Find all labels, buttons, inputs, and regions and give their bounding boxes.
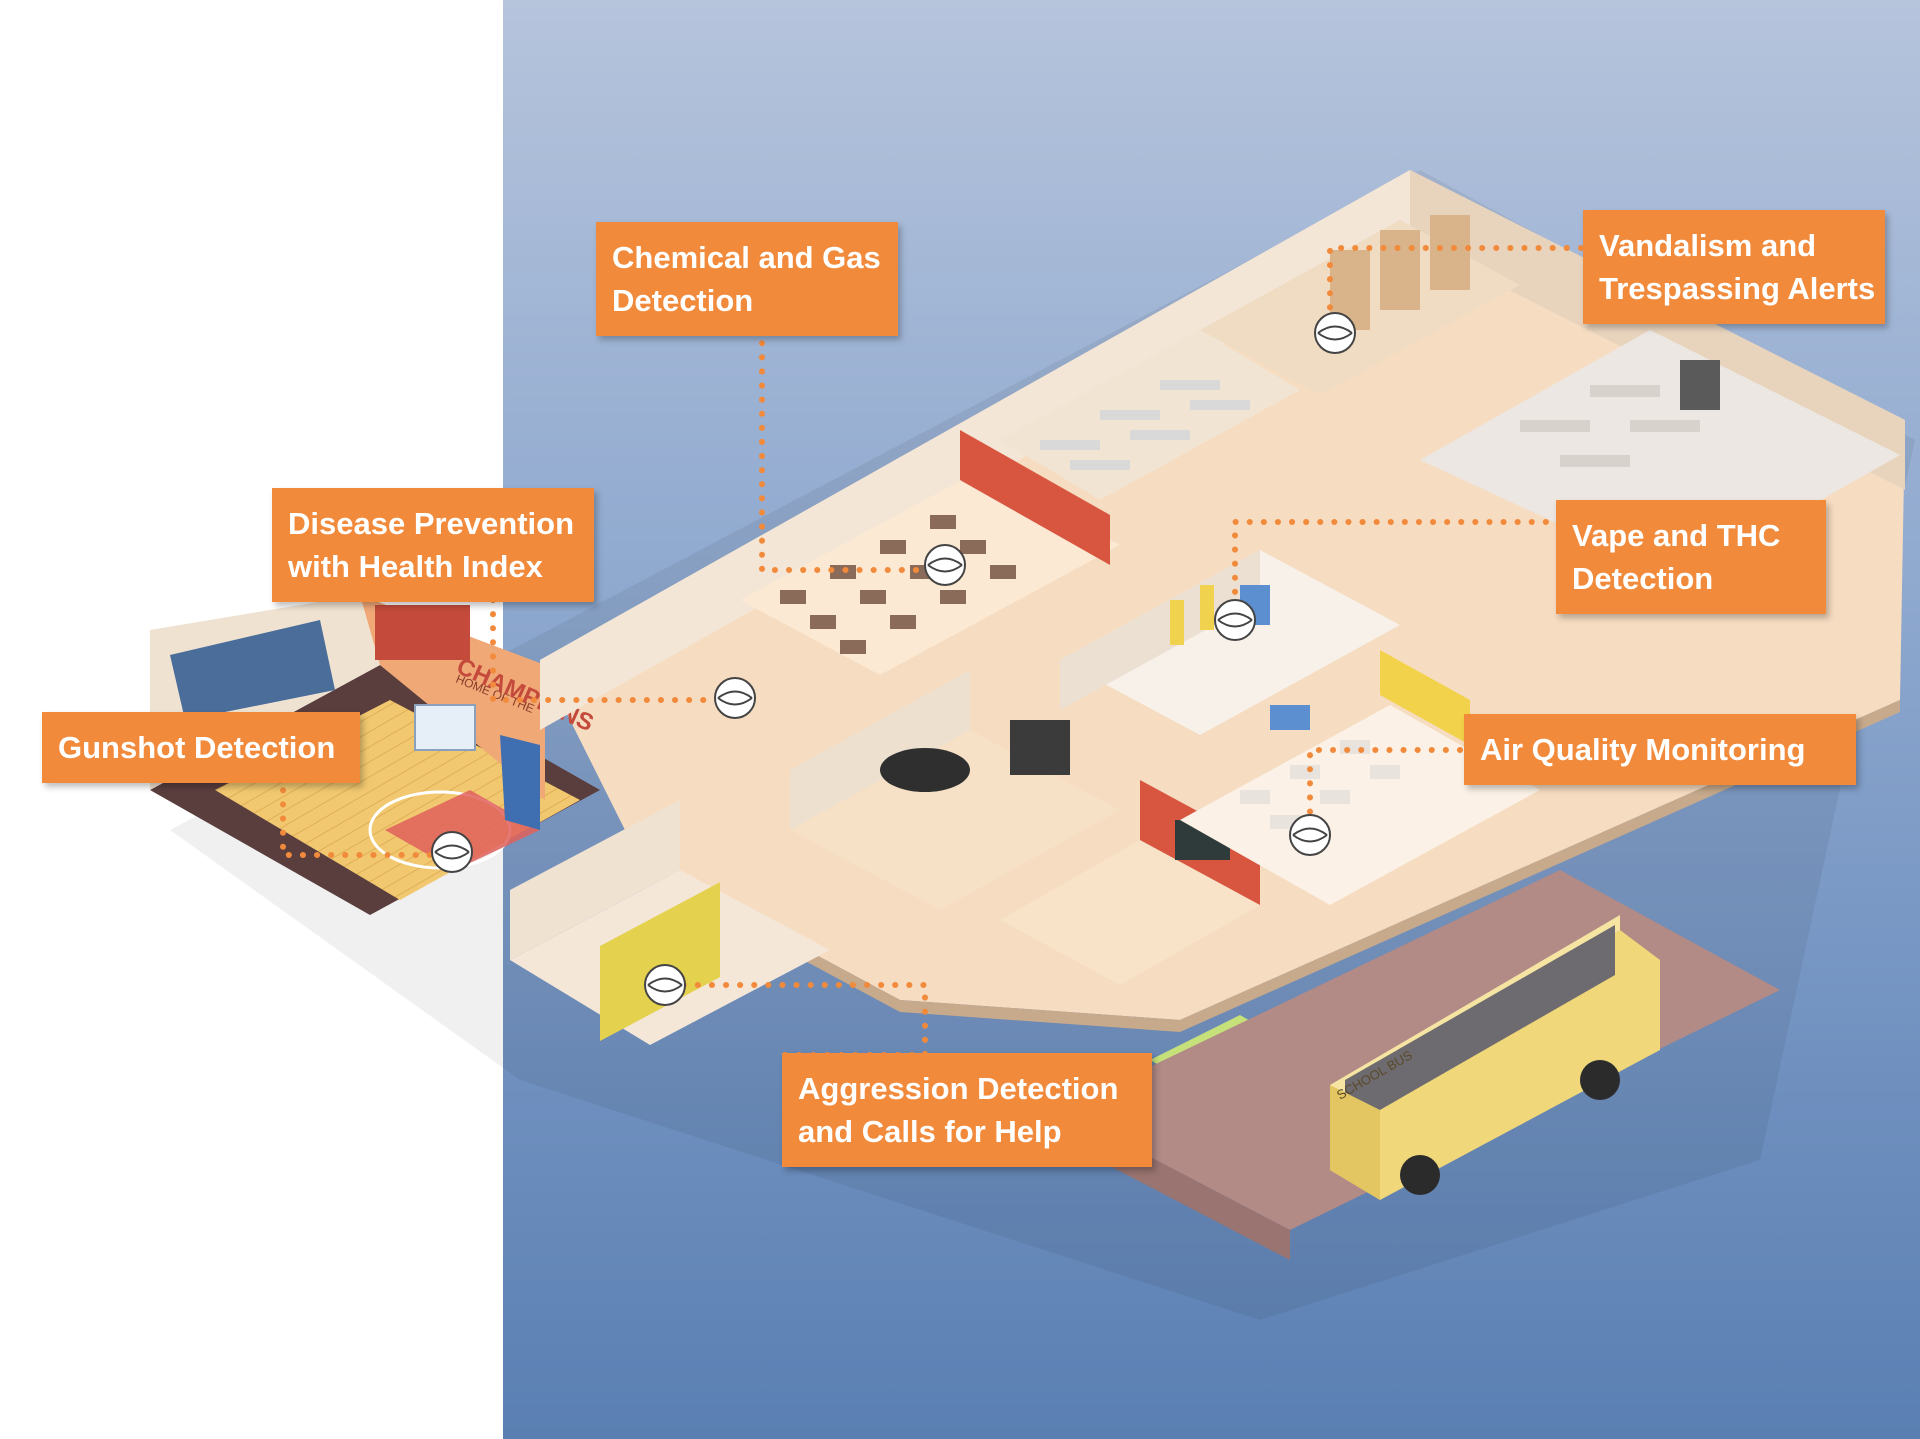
bleachers bbox=[170, 620, 335, 720]
sensor-icon bbox=[1314, 312, 1356, 354]
sensor-icon bbox=[431, 831, 473, 873]
lockers bbox=[600, 882, 720, 1041]
sensor-icon bbox=[1289, 814, 1331, 856]
classroom-desks bbox=[780, 515, 1016, 654]
hoop-stand bbox=[500, 735, 540, 830]
court-key bbox=[385, 790, 540, 870]
world-map bbox=[1270, 705, 1310, 730]
callout-line: Aggression Detection bbox=[798, 1071, 1119, 1106]
leader-vape bbox=[1232, 519, 1563, 618]
callout-aggression-detection: Aggression Detection and Calls for Help bbox=[782, 1053, 1152, 1167]
leader-vandalism bbox=[1327, 245, 1598, 333]
restroom-stalls bbox=[1170, 585, 1214, 645]
callout-line: Trespassing Alerts bbox=[1599, 271, 1876, 306]
leader-disease bbox=[490, 597, 738, 703]
backboard bbox=[414, 704, 476, 751]
art-room-floor bbox=[1000, 840, 1260, 985]
callout-chemical-gas-detection: Chemical and Gas Detection bbox=[596, 222, 898, 336]
callout-vandalism-trespassing: Vandalism and Trespassing Alerts bbox=[1583, 210, 1885, 324]
lab-red-wall bbox=[960, 430, 1110, 565]
restroom-block bbox=[1060, 550, 1400, 735]
callout-line: with Health Index bbox=[288, 549, 543, 584]
scoreboard bbox=[375, 605, 470, 660]
cafeteria-tables bbox=[1520, 385, 1700, 467]
computer-desks bbox=[1040, 380, 1250, 470]
right-classroom-floor bbox=[1180, 705, 1540, 905]
sensor-icon bbox=[714, 677, 756, 719]
callout-gunshot-detection: Gunshot Detection bbox=[42, 712, 360, 783]
callout-line: Gunshot Detection bbox=[58, 730, 336, 765]
callout-line: Vandalism and bbox=[1599, 228, 1817, 263]
callout-line: Detection bbox=[1572, 561, 1714, 596]
sensor-icons bbox=[431, 312, 1356, 1006]
callout-line: Detection bbox=[612, 283, 754, 318]
callout-line: and Calls for Help bbox=[798, 1114, 1062, 1149]
callout-line: Air Quality Monitoring bbox=[1480, 732, 1806, 767]
school-bus bbox=[1330, 915, 1660, 1200]
sensor-icon bbox=[1214, 599, 1256, 641]
callout-line: Vape and THC bbox=[1572, 518, 1781, 553]
callout-line: Chemical and Gas bbox=[612, 240, 881, 275]
leader-chemical bbox=[759, 312, 948, 573]
piano bbox=[880, 748, 970, 792]
locker-room-wall bbox=[510, 800, 680, 960]
music-stand-board bbox=[1010, 720, 1070, 775]
sensor-icon bbox=[924, 544, 966, 586]
sensor-icon bbox=[644, 964, 686, 1006]
yellow-board bbox=[1380, 650, 1470, 745]
callout-vape-thc-detection: Vape and THC Detection bbox=[1556, 500, 1826, 614]
kitchen-equipment bbox=[1680, 360, 1720, 410]
callout-air-quality-monitoring: Air Quality Monitoring bbox=[1464, 714, 1856, 785]
callout-disease-prevention: Disease Prevention with Health Index bbox=[272, 488, 594, 602]
callout-line: Disease Prevention bbox=[288, 506, 575, 541]
music-room-wall bbox=[790, 670, 970, 830]
